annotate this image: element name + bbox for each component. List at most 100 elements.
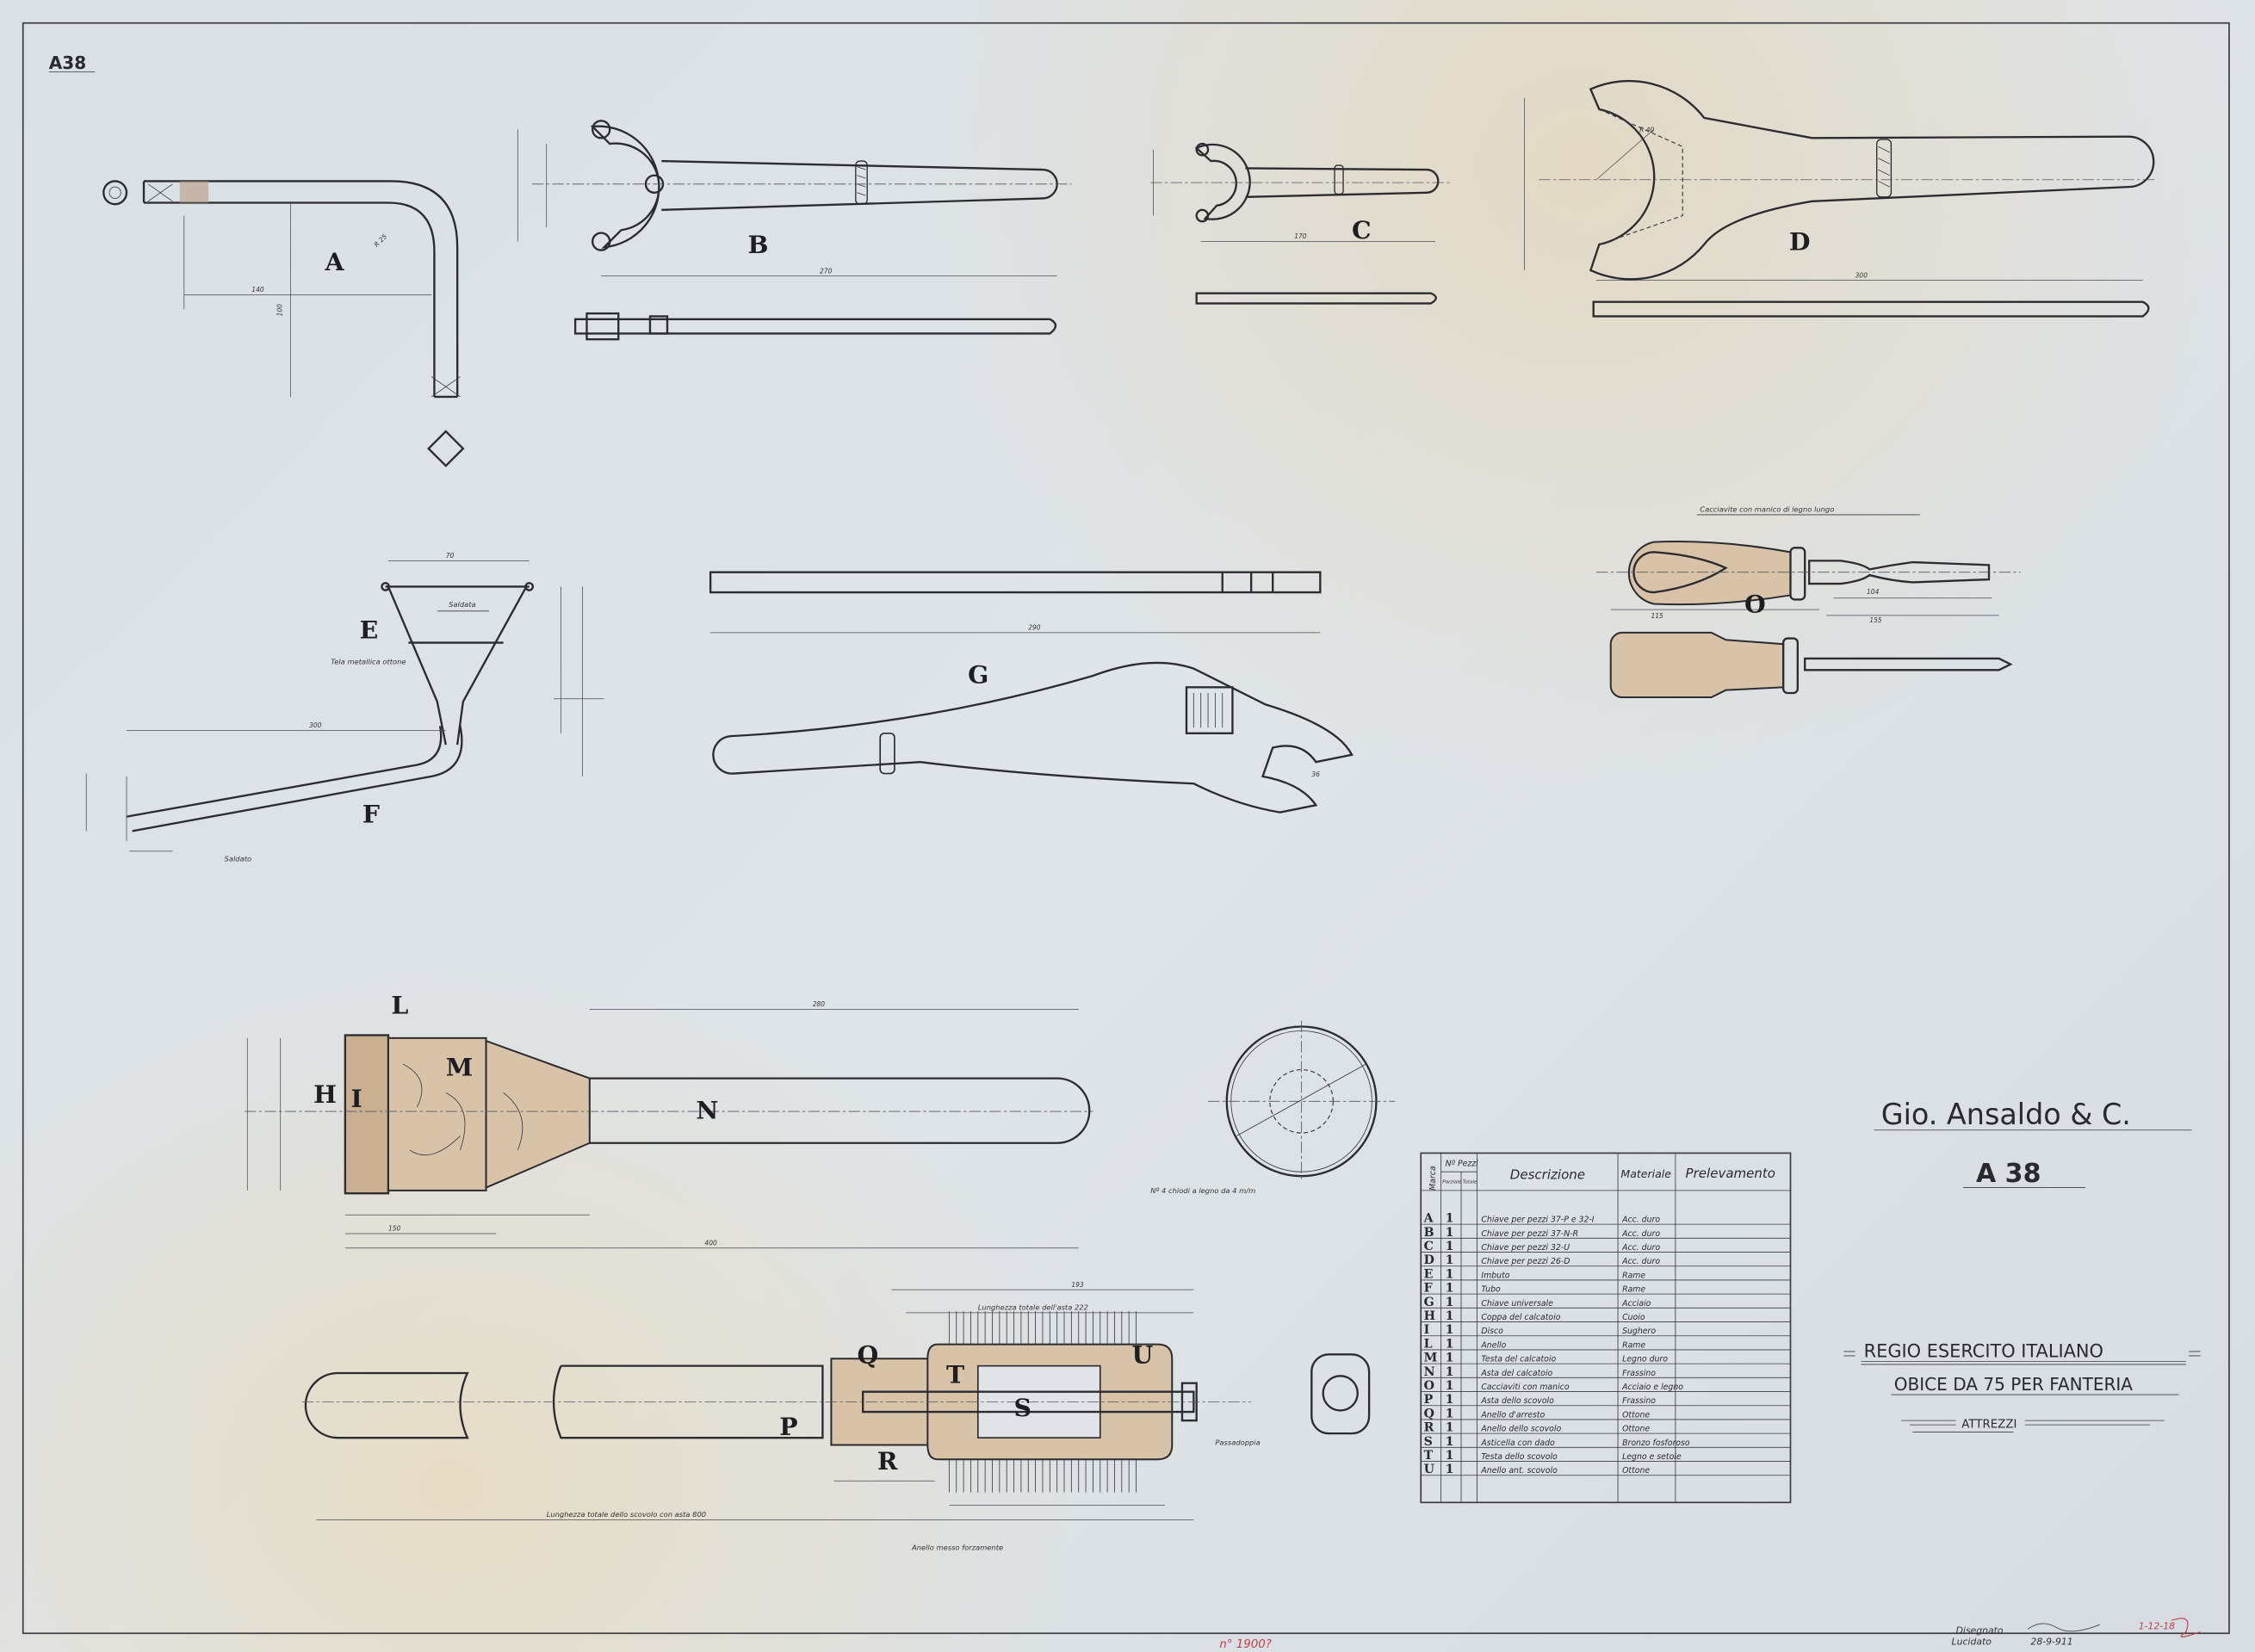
rammer-end-view: Nº 4 chiodi a legno da 4 m/m xyxy=(1150,1020,1396,1195)
drawing-number: A 38 xyxy=(1976,1159,2041,1189)
part-label-g: G xyxy=(968,659,988,689)
subtitle-army: REGIO ESERCITO ITALIANO xyxy=(1864,1341,2103,1362)
row-material: Legno duro xyxy=(1622,1355,1668,1364)
row-quantity: 1 xyxy=(1446,1435,1454,1449)
svg-text:Tela metallica ottone: Tela metallica ottone xyxy=(331,658,406,666)
svg-text:1-12-18: 1-12-18 xyxy=(2139,1620,2175,1631)
row-quantity: 1 xyxy=(1446,1282,1454,1296)
part-a-drawing: A 140 100 R 25 xyxy=(102,180,465,467)
subtitle-tools: ATTREZZI xyxy=(1961,1418,2016,1431)
corner-code: A38 xyxy=(49,53,86,73)
row-marca: N xyxy=(1424,1365,1435,1379)
row-marca: R xyxy=(1424,1421,1434,1435)
row-material: Ottone xyxy=(1622,1410,1650,1420)
part-label-s: S xyxy=(1014,1393,1032,1422)
row-quantity: 1 xyxy=(1446,1449,1454,1463)
row-marca: S xyxy=(1424,1435,1433,1449)
row-material: Ottone xyxy=(1622,1425,1650,1434)
row-material: Cuoio xyxy=(1622,1313,1645,1322)
part-label-o: O xyxy=(1744,589,1766,618)
part-label-f: F xyxy=(362,799,380,828)
svg-text:Passadoppia: Passadoppia xyxy=(1215,1438,1260,1446)
row-quantity: 1 xyxy=(1446,1379,1454,1393)
part-c-drawing: C 170 xyxy=(1150,142,1453,305)
row-marca: E xyxy=(1424,1267,1434,1281)
part-label-p: P xyxy=(779,1412,797,1441)
row-quantity: 1 xyxy=(1446,1253,1454,1267)
svg-text:n° 1900?: n° 1900? xyxy=(1219,1638,1271,1651)
row-marca: U xyxy=(1424,1463,1435,1476)
part-label-n: N xyxy=(696,1095,718,1124)
row-marca: I xyxy=(1424,1323,1430,1337)
row-material: Acc. duro xyxy=(1621,1243,1660,1253)
svg-text:Lunghezza totale dello scovolo: Lunghezza totale dello scovolo con asta … xyxy=(547,1510,706,1519)
part-rammer-drawing: H I L M N 280 150 400 xyxy=(244,990,1093,1249)
row-quantity: 1 xyxy=(1446,1337,1454,1351)
part-label-q: Q xyxy=(857,1340,878,1369)
part-e-funnel-drawing: E Saldata Tela metallica ottone 70 xyxy=(331,552,604,777)
row-marca: H xyxy=(1424,1309,1435,1323)
part-label-b: B xyxy=(748,230,769,259)
row-marca: A xyxy=(1423,1212,1434,1226)
part-d-drawing: D 300 R 40 xyxy=(1524,79,2158,318)
subtitle-howitzer: OBICE DA 75 PER FANTERIA xyxy=(1894,1374,2134,1395)
row-description: Anello ant. scovolo xyxy=(1480,1466,1558,1476)
svg-text:R 40: R 40 xyxy=(1639,127,1654,134)
row-quantity: 1 xyxy=(1446,1352,1454,1365)
svg-text:70: 70 xyxy=(446,552,455,560)
row-description: Chiave per pezzi 26-D xyxy=(1481,1257,1570,1266)
part-b-drawing: B 270 xyxy=(517,120,1072,341)
row-material: Acciaio e legno xyxy=(1621,1383,1683,1392)
row-quantity: 1 xyxy=(1446,1212,1454,1226)
part-o-screwdriver-drawing: Cacciavite con manico di legno lungo O 1… xyxy=(1596,505,2021,699)
svg-text:R 25: R 25 xyxy=(373,232,389,249)
row-quantity: 1 xyxy=(1446,1267,1454,1281)
svg-text:193: 193 xyxy=(1071,1281,1084,1289)
header-totale: Totale xyxy=(1463,1180,1478,1185)
row-description: Chiave per pezzi 32-U xyxy=(1481,1243,1570,1253)
part-label-e: E xyxy=(360,616,379,645)
row-description: Asta del calcatoio xyxy=(1480,1369,1552,1378)
row-description: Asta dello scovolo xyxy=(1480,1396,1554,1406)
svg-text:Anello messo forzamente: Anello messo forzamente xyxy=(911,1543,1003,1551)
part-label-l: L xyxy=(391,990,408,1019)
row-description: Asticella con dado xyxy=(1480,1439,1555,1448)
row-quantity: 1 xyxy=(1446,1226,1454,1240)
row-description: Tubo xyxy=(1481,1285,1501,1295)
row-marca: O xyxy=(1424,1379,1434,1393)
title-block: Gio. Ansaldo & C. A 38 REGIO ESERCITO IT… xyxy=(1843,1098,2201,1432)
svg-text:28-9-911: 28-9-911 xyxy=(2030,1637,2072,1648)
row-marca: D xyxy=(1424,1253,1434,1267)
company-name: Gio. Ansaldo & C. xyxy=(1881,1098,2131,1131)
svg-text:290: 290 xyxy=(1028,624,1041,632)
row-quantity: 1 xyxy=(1446,1323,1454,1337)
row-material: Frassino xyxy=(1622,1369,1656,1378)
row-marca: L xyxy=(1424,1337,1433,1351)
row-material: Bronzo fosforoso xyxy=(1622,1439,1690,1448)
row-description: Coppa del calcatoio xyxy=(1481,1313,1560,1322)
row-description: Anello xyxy=(1480,1340,1506,1350)
row-marca: G xyxy=(1424,1296,1434,1309)
svg-text:36: 36 xyxy=(1311,770,1320,778)
svg-text:300: 300 xyxy=(309,721,322,729)
svg-text:150: 150 xyxy=(388,1225,401,1233)
part-g-wrench-drawing: G 290 36 xyxy=(709,571,1354,814)
row-material: Acc. duro xyxy=(1621,1229,1660,1239)
svg-text:100: 100 xyxy=(276,304,283,317)
row-material: Ottone xyxy=(1622,1466,1650,1476)
signature-block: Disegnato Lucidato 28-9-911 1-12-18 n° 1… xyxy=(1219,1618,2201,1651)
row-marca: T xyxy=(1424,1449,1434,1463)
parts-table: Marca Nº Pezzi Parziale Totale Descrizio… xyxy=(1420,1152,1792,1504)
svg-text:270: 270 xyxy=(820,267,833,275)
svg-text:115: 115 xyxy=(1651,612,1663,620)
